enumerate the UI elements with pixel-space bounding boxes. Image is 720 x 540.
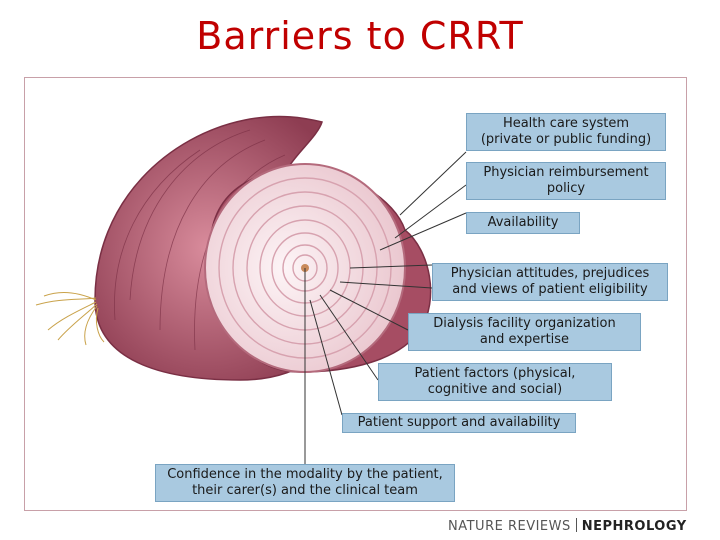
label-dialysis-facility: Dialysis facility organization and exper… bbox=[408, 313, 641, 351]
label-line: (private or public funding) bbox=[480, 132, 652, 147]
credit-section: NEPHROLOGY bbox=[581, 519, 687, 534]
label-line: and expertise bbox=[479, 332, 570, 347]
label-line: Patient support and availability bbox=[357, 415, 561, 430]
slide-title: Barriers to CRRT bbox=[196, 14, 524, 58]
label-line: Physician reimbursement bbox=[483, 165, 649, 180]
label-line: Health care system bbox=[502, 116, 630, 131]
label-line: Patient factors (physical, bbox=[414, 366, 576, 381]
label-line: Physician attitudes, prejudices bbox=[450, 266, 650, 281]
label-physician-attitudes: Physician attitudes, prejudices and view… bbox=[432, 263, 668, 301]
label-line: Dialysis facility organization bbox=[433, 316, 616, 331]
onion-roots bbox=[35, 292, 105, 346]
leader-lines bbox=[304, 151, 467, 465]
label-health-care-system: Health care system (private or public fu… bbox=[466, 113, 666, 151]
label-availability: Availability bbox=[466, 212, 580, 234]
journal-credit: NATURE REVIEWS NEPHROLOGY bbox=[448, 518, 687, 534]
label-line: and views of patient eligibility bbox=[452, 282, 648, 297]
label-line: Confidence in the modality by the patien… bbox=[167, 467, 443, 482]
label-line: policy bbox=[546, 181, 586, 196]
label-patient-support: Patient support and availability bbox=[342, 413, 576, 433]
label-confidence-in-modality: Confidence in the modality by the patien… bbox=[155, 464, 455, 502]
label-patient-factors: Patient factors (physical, cognitive and… bbox=[378, 363, 612, 401]
label-physician-reimbursement: Physician reimbursement policy bbox=[466, 162, 666, 200]
credit-divider bbox=[575, 518, 577, 532]
cut-onion bbox=[204, 163, 432, 373]
credit-journal: NATURE REVIEWS bbox=[448, 519, 571, 534]
label-line: cognitive and social) bbox=[427, 382, 563, 397]
label-line: their carer(s) and the clinical team bbox=[192, 483, 418, 498]
label-line: Availability bbox=[487, 215, 559, 230]
